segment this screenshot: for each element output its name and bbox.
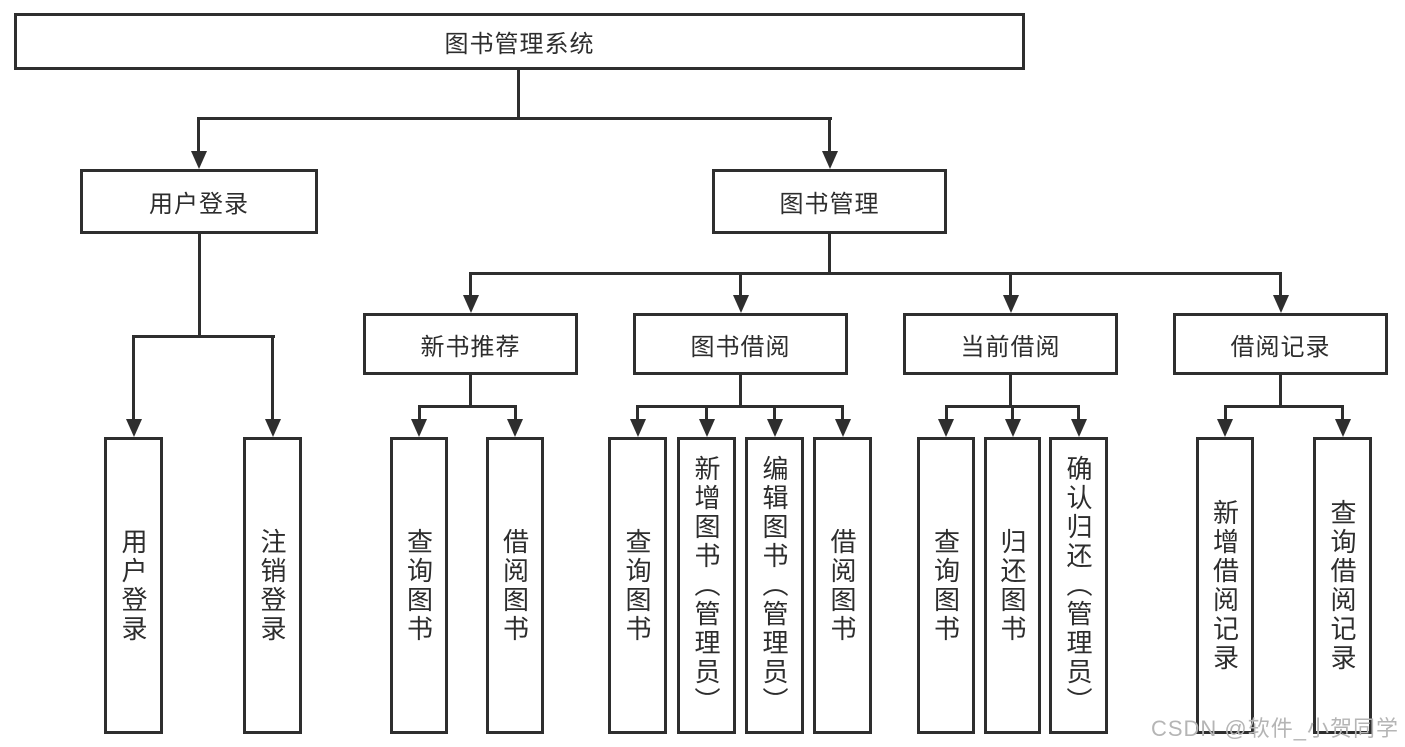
connector-line — [469, 272, 472, 298]
node-borrow-books-leaf: 借阅图书 — [813, 437, 872, 734]
arrowhead-down — [191, 151, 207, 169]
node-query-books-current: 查询图书 — [917, 437, 975, 734]
watermark: CSDN @软件_小贺同学 — [1150, 716, 1399, 741]
arrowhead-down — [463, 295, 479, 313]
node-label: 查询图书 — [930, 527, 961, 644]
node-label: 注销登录 — [257, 527, 287, 644]
connector-line — [1009, 375, 1012, 408]
connector-line — [739, 272, 742, 298]
connector-line — [271, 335, 274, 421]
connector-line — [198, 234, 201, 338]
arrowhead-down — [733, 295, 749, 313]
connector-line — [197, 117, 832, 120]
connector-line — [945, 405, 948, 423]
node-edit-books-admin: 编辑图书（管理员） — [745, 437, 804, 734]
connector-line — [1011, 405, 1014, 423]
arrowhead-down — [699, 419, 715, 437]
node-label: 查询图书 — [403, 527, 434, 644]
arrowhead-down — [767, 419, 783, 437]
node-library-management-system: 图书管理系统 — [14, 13, 1025, 70]
arrowhead-down — [835, 419, 851, 437]
connector-line — [1077, 405, 1080, 423]
arrowhead-down — [938, 419, 954, 437]
node-user-login: 用户登录 — [80, 169, 318, 234]
node-query-books-borrowing: 查询图书 — [608, 437, 667, 734]
node-label: 借阅图书 — [827, 527, 857, 644]
connector-line — [197, 117, 200, 154]
arrowhead-down — [126, 419, 142, 437]
arrowhead-down — [1003, 295, 1019, 313]
arrowhead-down — [1071, 419, 1087, 437]
arrowhead-down — [1217, 419, 1233, 437]
arrowhead-down — [822, 151, 838, 169]
connector-line — [773, 405, 776, 423]
node-return-books: 归还图书 — [984, 437, 1041, 734]
node-label: 确认归还（管理员） — [1063, 455, 1093, 716]
node-label: 图书管理 — [779, 191, 880, 218]
connector-line — [517, 70, 520, 118]
connector-line — [1224, 405, 1344, 408]
node-label: 编辑图书（管理员） — [759, 455, 789, 716]
node-confirm-return-admin: 确认归还（管理员） — [1049, 437, 1108, 734]
node-label: 图书管理系统 — [444, 31, 595, 58]
connector-line — [1224, 405, 1227, 423]
connector-line — [636, 405, 639, 423]
connector-line — [418, 405, 421, 423]
node-new-book-recommendation: 新书推荐 — [363, 313, 578, 375]
connector-line — [1279, 272, 1282, 298]
node-logout: 注销登录 — [243, 437, 302, 734]
arrowhead-down — [1335, 419, 1351, 437]
node-label: 查询图书 — [622, 527, 652, 644]
connector-line — [739, 375, 742, 408]
node-label: 用户登录 — [149, 191, 249, 218]
connector-line — [1279, 375, 1282, 408]
node-label: 当前借阅 — [960, 333, 1061, 361]
node-borrow-books-recommendation: 借阅图书 — [486, 437, 544, 734]
connector-line — [418, 405, 517, 408]
node-label: 借阅记录 — [1230, 333, 1331, 361]
node-user-login-leaf: 用户登录 — [104, 437, 163, 734]
node-current-borrowing: 当前借阅 — [903, 313, 1118, 375]
arrowhead-down — [1005, 419, 1021, 437]
node-label: 归还图书 — [997, 527, 1027, 644]
arrowhead-down — [1273, 295, 1289, 313]
node-add-books-admin: 新增图书（管理员） — [677, 437, 736, 734]
connector-line — [828, 117, 831, 154]
node-query-borrow-record: 查询借阅记录 — [1313, 437, 1372, 734]
connector-line — [514, 405, 517, 423]
node-query-books-recommendation: 查询图书 — [390, 437, 448, 734]
node-label: 借阅图书 — [499, 527, 530, 644]
connector-line — [469, 272, 1282, 275]
connector-line — [828, 234, 831, 275]
connector-line — [469, 375, 472, 408]
node-label: 图书借阅 — [690, 333, 791, 361]
connector-line — [1341, 405, 1344, 423]
connector-line — [132, 335, 275, 338]
node-label: 新增图书（管理员） — [691, 455, 721, 716]
node-book-borrowing: 图书借阅 — [633, 313, 848, 375]
arrowhead-down — [411, 419, 427, 437]
node-book-management: 图书管理 — [712, 169, 947, 234]
connector-line — [636, 405, 844, 408]
node-borrowing-records: 借阅记录 — [1173, 313, 1388, 375]
node-label: 查询借阅记录 — [1327, 498, 1357, 673]
arrowhead-down — [265, 419, 281, 437]
connector-line — [1009, 272, 1012, 298]
node-label: 用户登录 — [118, 527, 148, 644]
connector-line — [705, 405, 708, 423]
node-label: 新增借阅记录 — [1209, 498, 1240, 673]
connector-line — [841, 405, 844, 423]
arrowhead-down — [507, 419, 523, 437]
connector-line — [132, 335, 135, 421]
node-add-borrow-record: 新增借阅记录 — [1196, 437, 1254, 734]
arrowhead-down — [630, 419, 646, 437]
node-label: 新书推荐 — [420, 333, 521, 361]
